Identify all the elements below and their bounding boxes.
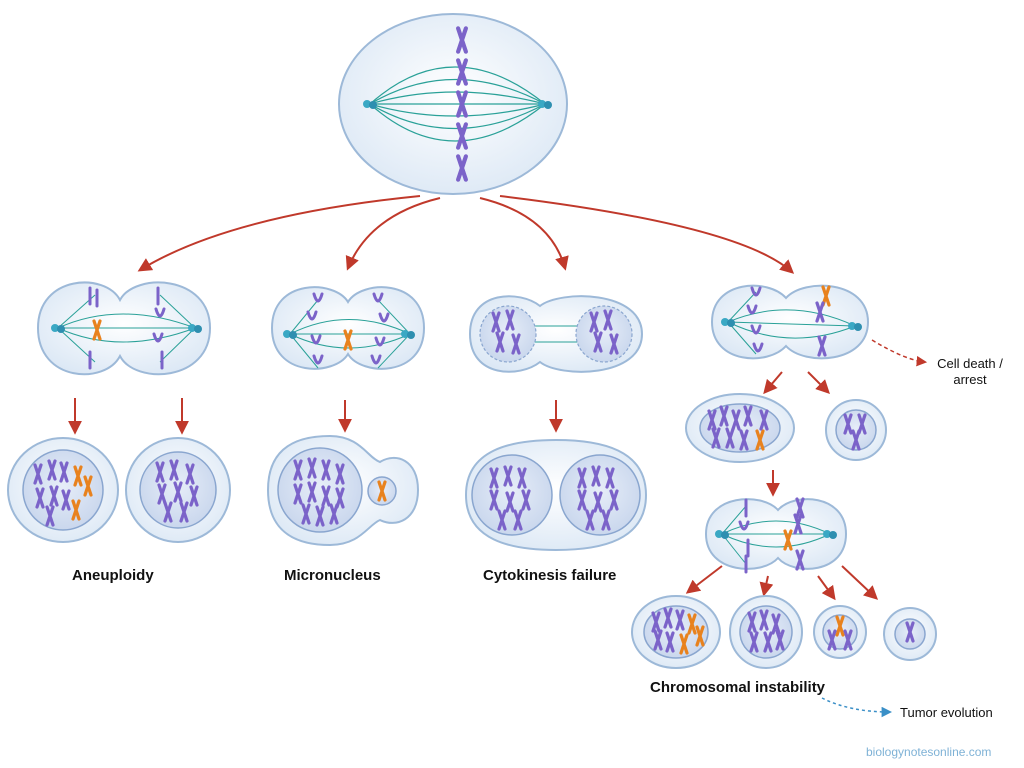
label-tumor-evolution: Tumor evolution [900,705,993,720]
tumor-evolution-arrow [821,697,893,718]
metaphase-cell [338,13,568,195]
label-micronucleus: Micronucleus [284,567,381,584]
daughter-cell-large-instability [685,393,795,463]
daughter-cell-aneuploid-left [7,437,119,543]
label-chromosomal-instability: Chromosomal instability [650,679,826,696]
anaphase-cell-aneuploidy [36,281,212,376]
daughter-cell-with-micronucleus [266,434,420,547]
daughter-cell-small-instability [825,399,887,461]
label-aneuploidy: Aneuploidy [72,567,154,584]
daughter-cell-aneuploid-right [125,437,231,543]
watermark: biologynotesonline.com [866,745,992,759]
spindle-fibers [369,66,546,142]
granddaughter-cell-4 [883,607,937,661]
branch-arrows [137,195,795,274]
anaphase-cell-lagging-chromosome [270,286,426,370]
granddaughter-cell-1 [631,595,721,669]
multipolar-anaphase-cell [710,284,870,360]
label-cytokinesis-failure: Cytokinesis failure [483,567,617,584]
granddaughter-cell-3 [813,605,867,659]
granddaughter-cell-2 [729,595,803,669]
telophase-cell-failed-cleavage [468,295,644,373]
label-cell-death-arrest: Cell death / arrest [937,356,1003,387]
binucleated-cell [464,438,648,552]
second-division-cell [704,497,848,574]
